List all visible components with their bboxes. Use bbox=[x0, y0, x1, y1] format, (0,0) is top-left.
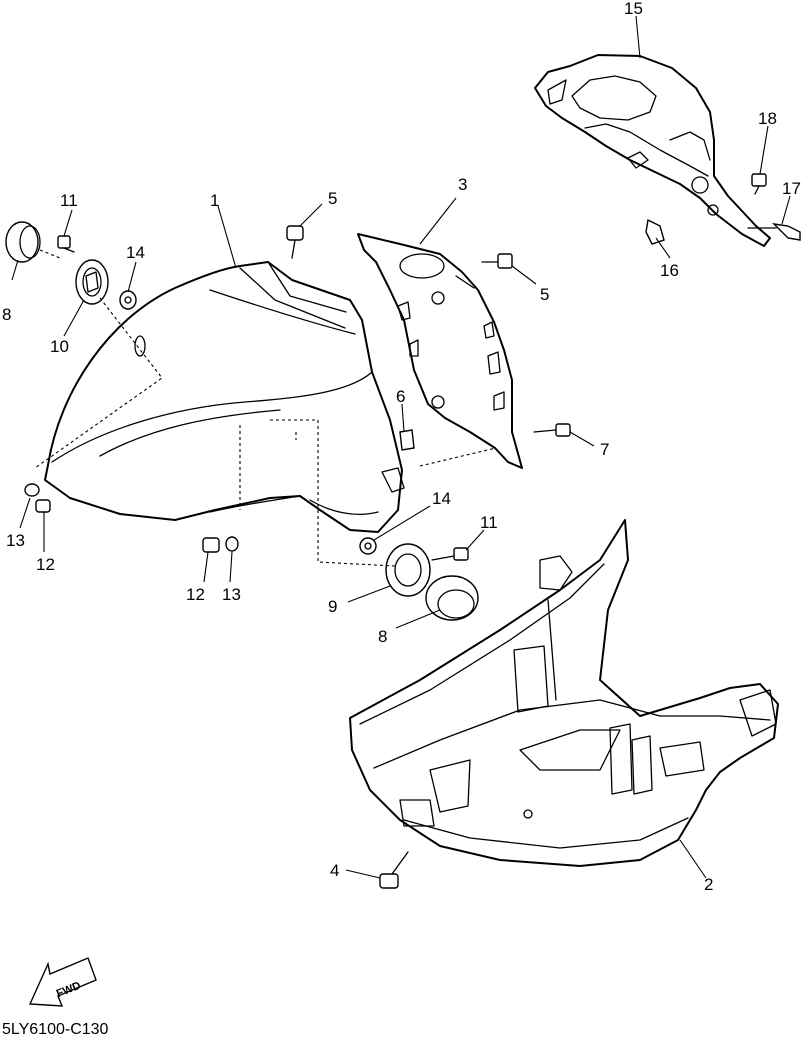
hardware-5-bolt-right bbox=[481, 253, 513, 269]
callout-3: 3 bbox=[458, 175, 467, 194]
hardware-12-nut-mid bbox=[202, 537, 220, 553]
callout-16: 16 bbox=[660, 261, 679, 280]
assembly-line-left bbox=[34, 249, 163, 469]
callout-15: 15 bbox=[624, 0, 643, 18]
callout-9: 9 bbox=[328, 597, 337, 616]
callout-12-mid: 12 bbox=[186, 585, 205, 604]
hardware-5-bolt-upper bbox=[286, 225, 304, 259]
callout-17: 17 bbox=[782, 179, 801, 198]
callout-13-left: 13 bbox=[6, 531, 25, 550]
callout-8-left: 8 bbox=[2, 305, 11, 324]
callout-11-left: 11 bbox=[60, 191, 78, 210]
hardware-7-screw bbox=[533, 423, 571, 437]
diagram-code: 5LY6100-C130 bbox=[2, 1021, 109, 1038]
hardware-11-bolt-mid bbox=[431, 547, 469, 561]
callout-14-mid: 14 bbox=[432, 489, 451, 508]
part-15-rear-cover bbox=[534, 54, 771, 247]
hardware-10-plate-left bbox=[75, 259, 109, 305]
hardware-6-clip bbox=[399, 429, 415, 451]
hardware-9-plate-mid bbox=[385, 543, 431, 597]
hardware-8-cap-mid bbox=[425, 575, 479, 621]
callout-10: 10 bbox=[50, 337, 69, 356]
callout-8-mid: 8 bbox=[378, 627, 387, 646]
hardware-14-nut-left bbox=[119, 290, 137, 310]
callout-4: 4 bbox=[330, 861, 339, 880]
callout-2: 2 bbox=[704, 875, 713, 894]
callout-7: 7 bbox=[600, 440, 609, 459]
leader-lines bbox=[11, 15, 791, 879]
hardware-13-washer-mid bbox=[225, 536, 239, 552]
fwd-arrow: FWD bbox=[28, 957, 97, 1007]
callout-13-mid: 13 bbox=[222, 585, 241, 604]
callout-18: 18 bbox=[758, 109, 777, 128]
callout-12-left: 12 bbox=[36, 555, 55, 574]
assembly-line-mid bbox=[239, 419, 497, 567]
part-3-inner-panel bbox=[357, 233, 523, 469]
hardware-8-cap-left bbox=[5, 221, 41, 263]
part-2-leg-shield bbox=[349, 519, 779, 867]
callout-5-upper: 5 bbox=[328, 189, 337, 208]
hardware-18-grommet bbox=[751, 173, 767, 195]
callout-6: 6 bbox=[396, 387, 405, 406]
hardware-11-bolt-left bbox=[57, 235, 75, 253]
callout-14-left: 14 bbox=[126, 243, 145, 262]
callout-5-right: 5 bbox=[540, 285, 549, 304]
hardware-13-washer-left bbox=[24, 483, 40, 497]
hardware-4-bolt bbox=[379, 851, 409, 889]
callout-labels: 15 18 17 16 11 1 5 3 14 8 10 5 6 7 13 12… bbox=[2, 0, 801, 894]
hardware-14-nut-mid bbox=[359, 537, 377, 555]
hardware-17-screw bbox=[747, 223, 801, 241]
hardware-16-clip bbox=[645, 218, 665, 245]
callout-11-mid: 11 bbox=[480, 513, 498, 532]
hardware-12-nut-left bbox=[35, 499, 51, 513]
callout-1: 1 bbox=[210, 191, 219, 210]
part-1-front-fender bbox=[44, 261, 405, 533]
